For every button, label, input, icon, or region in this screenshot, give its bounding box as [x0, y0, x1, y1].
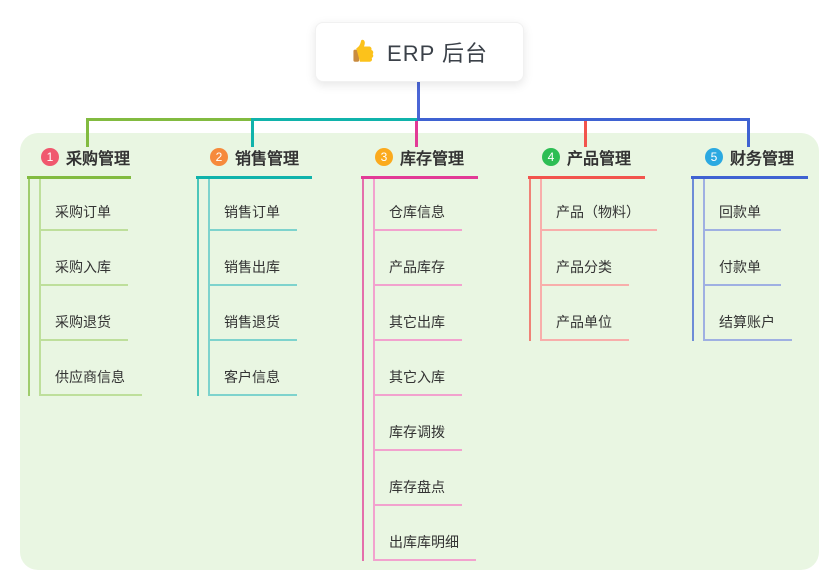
root-node[interactable]: ERP 后台: [315, 22, 524, 82]
leaf-node[interactable]: 采购入库: [41, 231, 128, 286]
branch-title: 销售管理: [235, 151, 300, 168]
connector-branch-1: [86, 118, 89, 147]
branch-children: 销售订单 销售出库 销售退货 客户信息: [197, 179, 297, 396]
branch-children: 产品（物料） 产品分类 产品单位: [529, 179, 657, 341]
branch-number-badge: 1: [41, 148, 59, 166]
branch-number-badge: 3: [375, 148, 393, 166]
branch-title: 产品管理: [567, 151, 632, 168]
branch-sales: 2 销售管理 销售订单 销售出库 销售退货 客户信息: [196, 143, 312, 396]
leaf-node[interactable]: 产品库存: [375, 231, 462, 286]
connector-branch-4: [584, 120, 587, 147]
branch-children: 回款单 付款单 结算账户: [692, 179, 792, 341]
leaf-node[interactable]: 出库库明细: [375, 506, 476, 561]
branch-children: 仓库信息 产品库存 其它出库 其它入库 库存调拨 库存盘点 出库库明细: [362, 179, 476, 561]
leaf-node[interactable]: 其它出库: [375, 286, 462, 341]
root-connector-line: [417, 82, 420, 121]
branch-children: 采购订单 采购入库 采购退货 供应商信息: [28, 179, 142, 396]
leaf-node[interactable]: 库存调拨: [375, 396, 462, 451]
connector-branch-5: [747, 118, 750, 147]
branch-inventory: 3 库存管理 仓库信息 产品库存 其它出库 其它入库 库存调拨 库存盘点 出库库…: [361, 143, 478, 561]
branch-title: 采购管理: [66, 151, 131, 168]
leaf-node[interactable]: 产品单位: [542, 286, 629, 341]
leaf-node[interactable]: 销售退货: [210, 286, 297, 341]
leaf-node[interactable]: 采购退货: [41, 286, 128, 341]
branch-title: 库存管理: [400, 151, 465, 168]
branch-number-badge: 5: [705, 148, 723, 166]
leaf-node[interactable]: 库存盘点: [375, 451, 462, 506]
leaf-node[interactable]: 产品（物料）: [542, 179, 657, 231]
branch-number-badge: 4: [542, 148, 560, 166]
leaf-node[interactable]: 仓库信息: [375, 179, 462, 231]
leaf-node[interactable]: 客户信息: [210, 341, 297, 396]
branch-heading[interactable]: 4 产品管理: [528, 143, 645, 179]
branch-product: 4 产品管理 产品（物料） 产品分类 产品单位: [528, 143, 657, 341]
connector-bus-left-2: [251, 118, 419, 121]
leaf-node[interactable]: 供应商信息: [41, 341, 142, 396]
branch-number-badge: 2: [210, 148, 228, 166]
leaf-node[interactable]: 回款单: [705, 179, 781, 231]
leaf-node[interactable]: 采购订单: [41, 179, 128, 231]
leaf-node[interactable]: 销售出库: [210, 231, 297, 286]
branch-title: 财务管理: [730, 151, 795, 168]
connector-bus-right: [417, 118, 750, 121]
branch-heading[interactable]: 3 库存管理: [361, 143, 478, 179]
branch-heading[interactable]: 5 财务管理: [691, 143, 808, 179]
leaf-node[interactable]: 付款单: [705, 231, 781, 286]
branch-purchase: 1 采购管理 采购订单 采购入库 采购退货 供应商信息: [27, 143, 142, 396]
leaf-node[interactable]: 其它入库: [375, 341, 462, 396]
branch-heading[interactable]: 1 采购管理: [27, 143, 131, 179]
leaf-node[interactable]: 产品分类: [542, 231, 629, 286]
connector-branch-3: [415, 120, 418, 147]
leaf-node[interactable]: 销售订单: [210, 179, 297, 231]
branches-panel: [20, 133, 819, 570]
thumbs-up-icon: [351, 39, 377, 65]
leaf-node[interactable]: 结算账户: [705, 286, 792, 341]
connector-bus-left-1: [86, 118, 254, 121]
root-node-label: ERP 后台: [387, 41, 488, 66]
branch-finance: 5 财务管理 回款单 付款单 结算账户: [691, 143, 808, 341]
branch-heading[interactable]: 2 销售管理: [196, 143, 312, 179]
connector-branch-2: [251, 118, 254, 147]
